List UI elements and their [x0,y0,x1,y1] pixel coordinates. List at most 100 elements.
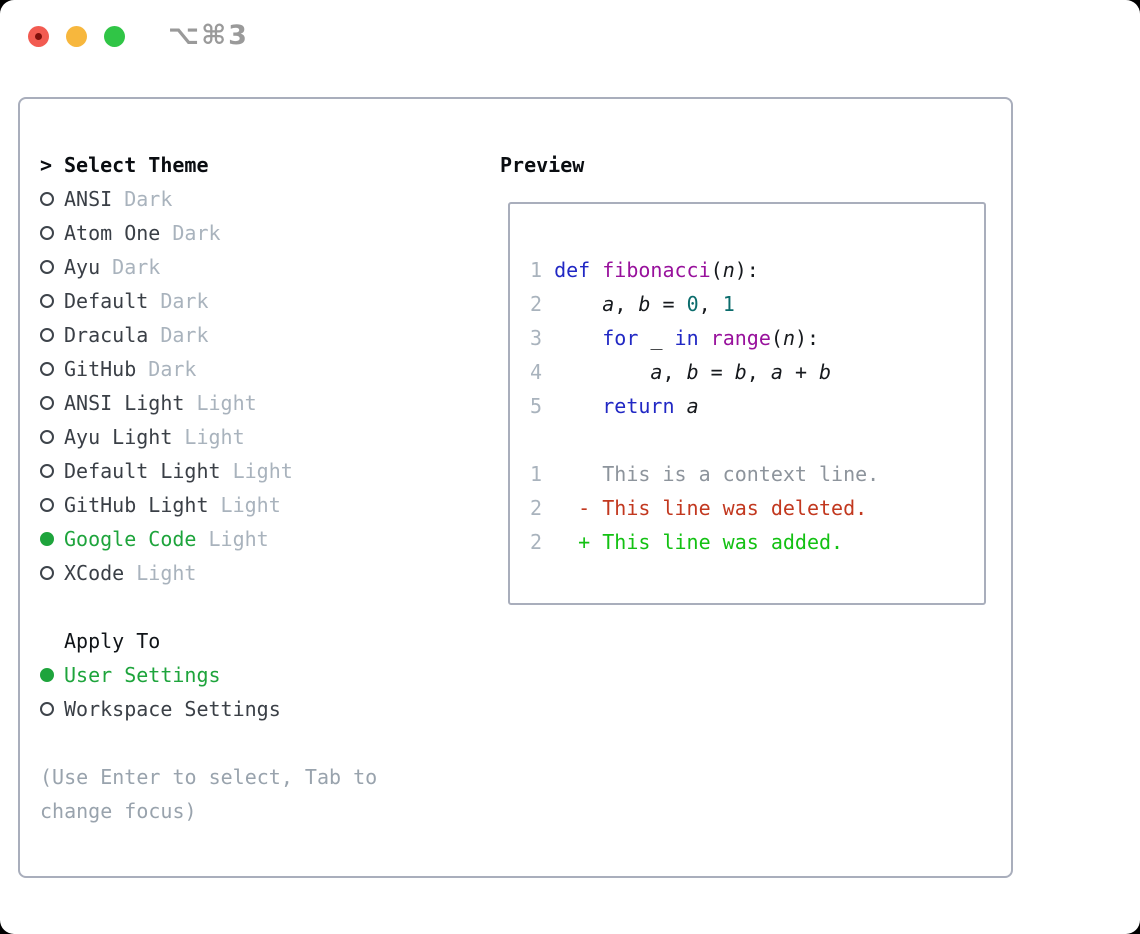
code-token [699,326,711,350]
code-token: , [698,292,723,316]
help-text-line-1: (Use Enter to select, Tab to [40,765,378,789]
theme-option[interactable]: GitHub Dark [40,352,377,386]
line-number: 2 [530,292,555,316]
code-token [554,292,602,316]
code-token: a [686,394,699,418]
code-token: return [602,394,675,418]
theme-name: ANSI [64,187,113,211]
theme-option[interactable]: Atom One Dark [40,216,377,250]
code-token [638,326,650,350]
radio-selected-icon [40,532,54,546]
code-line: 5 return a [530,389,984,423]
radio-marker [40,192,64,206]
radio-marker [40,362,64,376]
close-button[interactable] [28,26,49,47]
code-line: 4 a, b = b, a + b [530,355,984,389]
theme-option[interactable]: Default Light Light [40,454,377,488]
radio-marker [40,294,64,308]
radio-marker [40,226,64,240]
code-token: range [710,326,771,350]
theme-option[interactable]: Default Dark [40,284,377,318]
radio-marker [40,498,64,512]
theme-name: Google Code [64,527,197,551]
code-token: 1 [722,292,735,316]
code-token: + [782,360,820,384]
zoom-button[interactable] [104,26,125,47]
theme-variant: Light [124,561,197,585]
theme-name: Dracula [64,323,149,347]
code-token: , [614,292,639,316]
apply-to-option[interactable]: User Settings [40,658,377,692]
line-number: 4 [530,360,555,384]
code-token [662,326,674,350]
code-token: b [734,360,747,384]
code-token: n [722,258,735,282]
apply-to-header-row: Apply To [40,624,377,658]
theme-option[interactable]: ANSI Dark [40,182,377,216]
code-token: = [698,360,735,384]
code-token: def [554,258,591,282]
theme-variant: Light [184,391,257,415]
code-line [530,423,984,457]
code-token: + This line was added. [554,530,844,554]
code-line: 1 This is a context line. [530,457,984,491]
code-token: ( [710,258,723,282]
theme-option[interactable]: XCode Light [40,556,377,590]
code-token [554,360,650,384]
code-token: b [819,360,832,384]
help-text: (Use Enter to select, Tab to change focu… [40,760,377,828]
line-number: 2 [530,530,555,554]
prompt-caret-icon: > [40,153,53,177]
code-token: a [602,292,615,316]
code-line: 2 + This line was added. [530,525,984,559]
line-number: 3 [530,326,555,350]
window-shortcut-label: ⌥⌘3 [168,20,249,51]
theme-name: Ayu [64,255,101,279]
theme-variant: Light [196,527,269,551]
minimize-button[interactable] [66,26,87,47]
theme-variant: Dark [148,289,209,313]
theme-name: XCode [64,561,125,585]
code-token: a [770,360,783,384]
code-line: 3 for _ in range(n): [530,321,984,355]
code-token [590,258,602,282]
apply-to-title: Apply To [64,629,161,653]
select-theme-title: Select Theme [64,153,209,177]
code-token: b [686,360,699,384]
code-token: b [638,292,651,316]
radio-selected-icon [40,668,54,682]
radio-unselected-icon [40,464,54,478]
preview-title: Preview [500,153,585,177]
theme-option[interactable]: Dracula Dark [40,318,377,352]
code-token: fibonacci [602,258,711,282]
line-number: 2 [530,496,555,520]
theme-name: Ayu Light [64,425,173,449]
theme-name: Atom One [64,221,161,245]
theme-option[interactable]: Ayu Light Light [40,420,377,454]
close-button-dot-icon [35,33,42,40]
theme-name: GitHub [64,357,137,381]
apply-to-option[interactable]: Workspace Settings [40,692,377,726]
radio-unselected-icon [40,362,54,376]
code-token [554,394,602,418]
theme-option[interactable]: ANSI Light Light [40,386,377,420]
radio-unselected-icon [40,192,54,206]
radio-unselected-icon [40,260,54,274]
theme-option[interactable]: Google Code Light [40,522,377,556]
code-token: , [662,360,687,384]
code-token: , [746,360,771,384]
code-token [554,326,602,350]
theme-option[interactable]: Ayu Dark [40,250,377,284]
code-line: 2 - This line was deleted. [530,491,984,525]
line-number: 5 [530,394,555,418]
theme-name: Default Light [64,459,221,483]
radio-unselected-icon [40,430,54,444]
theme-variant: Light [172,425,245,449]
theme-option[interactable]: GitHub Light Light [40,488,377,522]
theme-list-header: > Select Theme [40,148,377,182]
radio-unselected-icon [40,396,54,410]
